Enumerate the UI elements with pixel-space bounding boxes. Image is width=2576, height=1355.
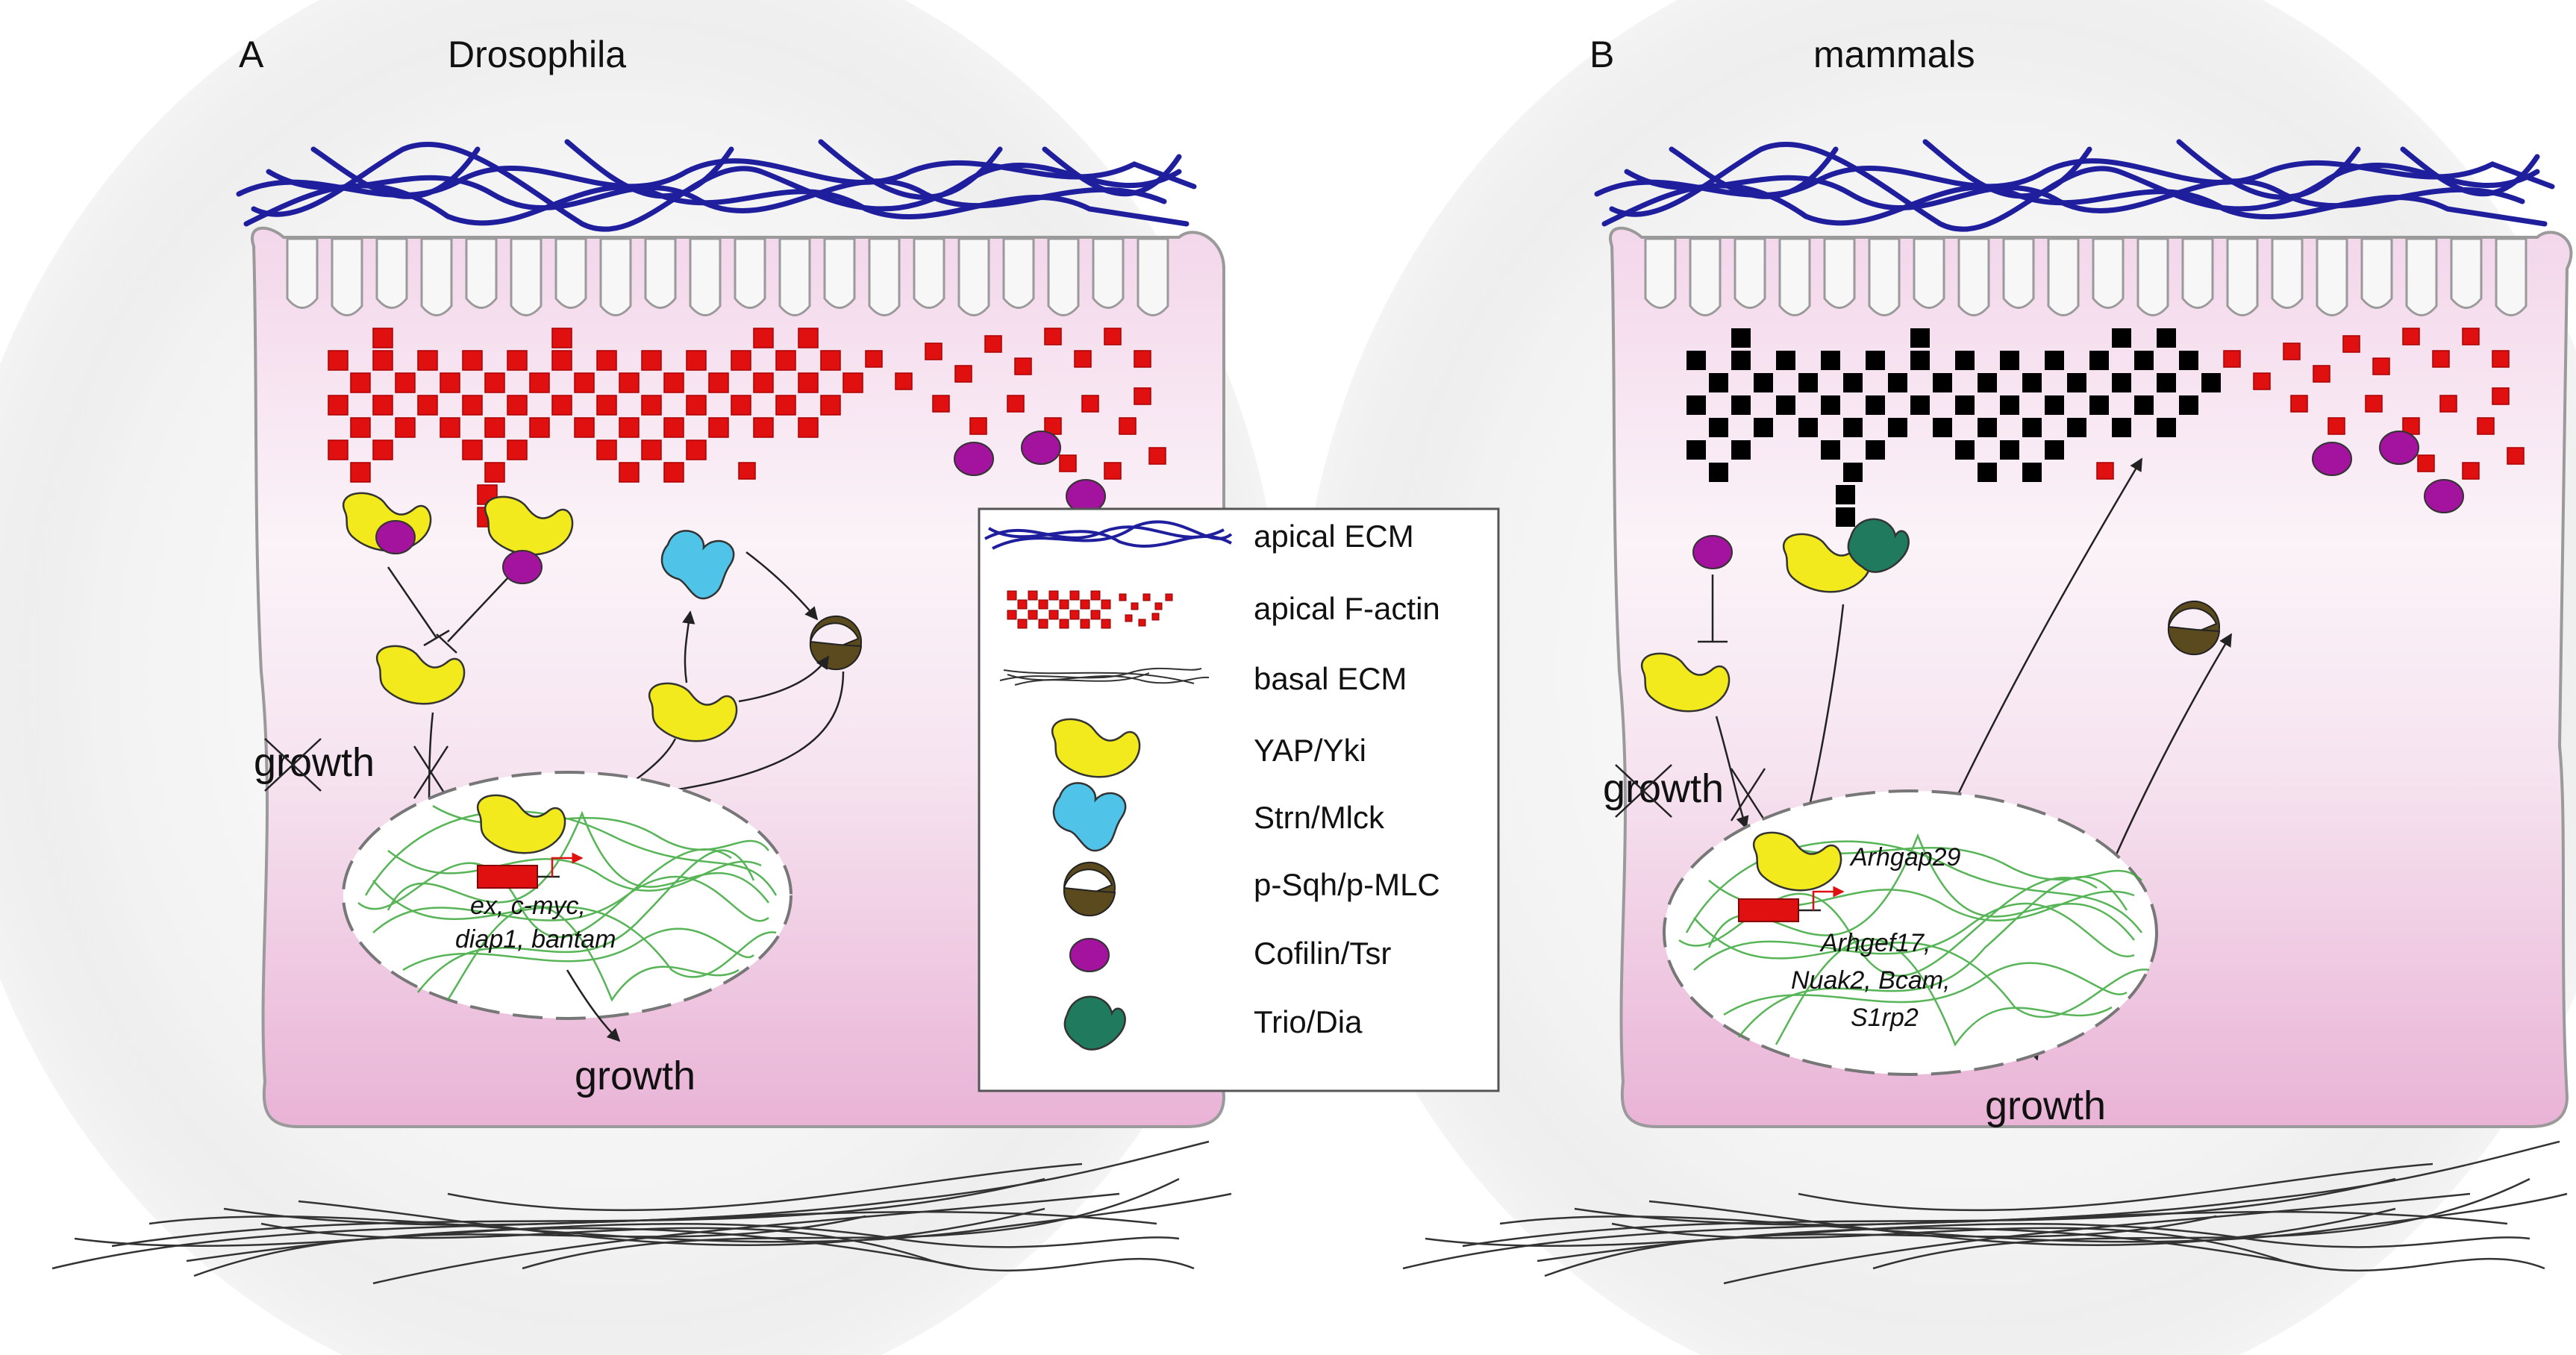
apical-ecm-b <box>1594 139 2555 232</box>
target-gene-arhgap29: Arhgap29 <box>1849 843 1961 871</box>
apical-f-actin-b-dots <box>2096 328 2525 480</box>
panel-b-mammals: B mammals <box>1402 34 2573 1285</box>
inhibition-arrows-b <box>1698 575 1728 643</box>
growth-blocked-label-b: growth <box>1603 766 1724 811</box>
microvilli-b <box>1644 237 2527 316</box>
legend-label-strn-mlck: Strn/Mlck <box>1254 800 1385 835</box>
target-genes-a-line2: diap1, bantam <box>455 925 616 954</box>
nucleus-b: Arhgap29 Arhgef17, Nuak2, Bcam, S1rp2 <box>1663 789 2158 1076</box>
growth-blocked-cross-a <box>264 738 449 799</box>
panel-a-label: A <box>239 34 264 75</box>
growth-blocked-label-a: growth <box>254 740 375 785</box>
inhibition-arrows-a <box>387 566 508 654</box>
legend-label-apical-ecm: apical ECM <box>1254 519 1414 554</box>
legend: apical ECM apical F-actin basal ECM YAP/… <box>978 507 1500 1092</box>
panel-b-label: B <box>1589 34 1614 75</box>
growth-arrow-a <box>566 969 621 1042</box>
cofilin-icon <box>1069 938 1110 972</box>
legend-label-trio-dia: Trio/Dia <box>1254 1004 1363 1039</box>
apical-ecm-a <box>236 139 1197 232</box>
panel-a-title: Drosophila <box>448 34 626 75</box>
legend-label-p-sqh: p-Sqh/p-MLC <box>1254 867 1440 902</box>
target-genes-b-line2: Nuak2, Bcam, <box>1791 966 1951 995</box>
nucleus-a: ex, c-myc, diap1, bantam <box>342 771 793 1020</box>
growth-blocked-cross-b <box>1615 764 1766 822</box>
apical-f-actin-a <box>328 328 1166 528</box>
microvilli-a <box>286 237 1169 316</box>
legend-label-f-actin: apical F-actin <box>1254 591 1440 626</box>
target-genes-a-line1: ex, c-myc, <box>470 892 586 920</box>
target-genes-b-line3: S1rp2 <box>1851 1004 1919 1032</box>
panel-b-title: mammals <box>1813 34 1975 75</box>
legend-label-basal-ecm: basal ECM <box>1254 661 1407 696</box>
basal-ecm-b <box>1402 1140 2568 1285</box>
basal-ecm-a <box>51 1140 1232 1285</box>
growth-label-a: growth <box>575 1054 695 1098</box>
legend-label-yap-yki: YAP/Yki <box>1254 733 1366 768</box>
basal-ecm-icon <box>999 667 1210 686</box>
growth-label-b: growth <box>1985 1083 2106 1128</box>
f-actin-icon <box>1007 590 1173 629</box>
apical-ecm-icon <box>984 520 1233 550</box>
target-genes-b-line1: Arhgef17, <box>1819 929 1931 957</box>
legend-label-cofilin: Cofilin/Tsr <box>1254 936 1391 971</box>
